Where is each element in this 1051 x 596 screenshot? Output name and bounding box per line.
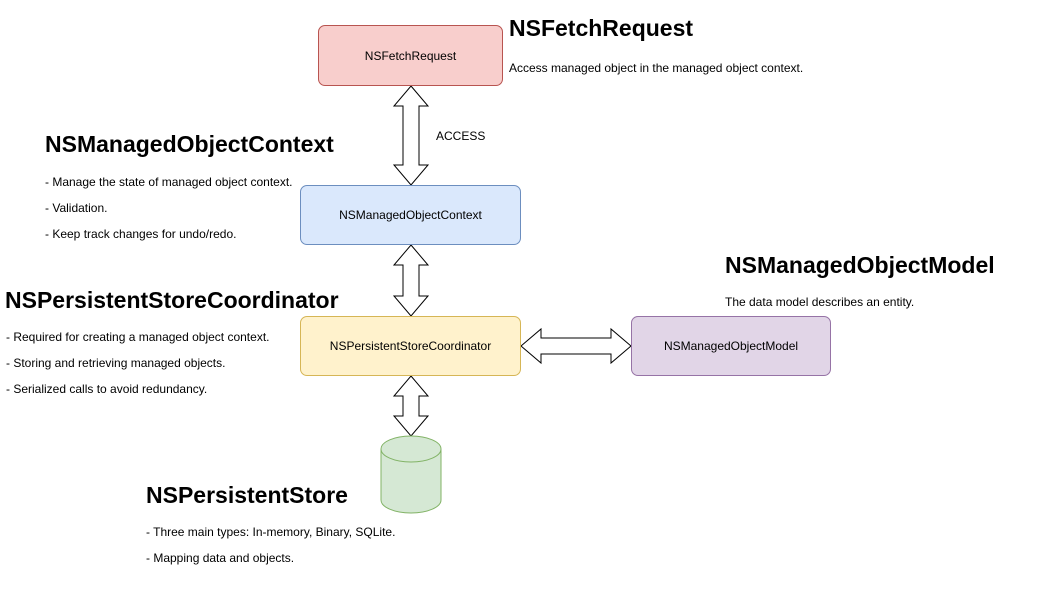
store-coordinator-desc-line: - Serialized calls to avoid redundancy.: [6, 382, 208, 396]
coordinator-model-arrow: [520, 327, 632, 365]
object-context-desc-line: - Manage the state of managed object con…: [45, 175, 293, 189]
object-model-node[interactable]: NSManagedObjectModel: [631, 316, 831, 376]
context-coordinator-arrow: [392, 244, 430, 317]
persistent-store-heading: NSPersistentStore: [146, 482, 348, 508]
object-context-desc-line: - Keep track changes for undo/redo.: [45, 227, 237, 241]
persistent-store-database-icon[interactable]: [379, 434, 443, 516]
object-context-node[interactable]: NSManagedObjectContext: [300, 185, 521, 245]
fetch-request-node[interactable]: NSFetchRequest: [318, 25, 503, 86]
fetch-request-heading: NSFetchRequest: [509, 15, 694, 41]
object-model-node-label: NSManagedObjectModel: [663, 339, 799, 353]
object-model-heading: NSManagedObjectModel: [725, 252, 995, 278]
coordinator-store-arrow: [392, 375, 430, 437]
object-model-desc-line: The data model describes an entity.: [725, 295, 915, 309]
access-edge-label: ACCESS: [436, 129, 486, 143]
store-coordinator-desc-line: - Required for creating a managed object…: [6, 330, 270, 344]
object-context-node-label: NSManagedObjectContext: [339, 208, 482, 222]
object-context-heading: NSManagedObjectContext: [45, 131, 334, 157]
store-coordinator-desc-line: - Storing and retrieving managed objects…: [6, 356, 226, 370]
fetch-request-desc-line: Access managed object in the managed obj…: [509, 61, 804, 75]
fetch-context-arrow: [392, 85, 430, 186]
store-coordinator-heading: NSPersistentStoreCoordinator: [5, 287, 339, 313]
persistent-store-desc-line: - Mapping data and objects.: [146, 551, 295, 565]
object-context-desc-line: - Validation.: [45, 201, 108, 215]
store-coordinator-node[interactable]: NSPersistentStoreCoordinator: [300, 316, 521, 376]
store-coordinator-node-label: NSPersistentStoreCoordinator: [329, 339, 492, 353]
fetch-request-node-label: NSFetchRequest: [364, 48, 457, 63]
persistent-store-desc-line: - Three main types: In-memory, Binary, S…: [146, 525, 396, 539]
